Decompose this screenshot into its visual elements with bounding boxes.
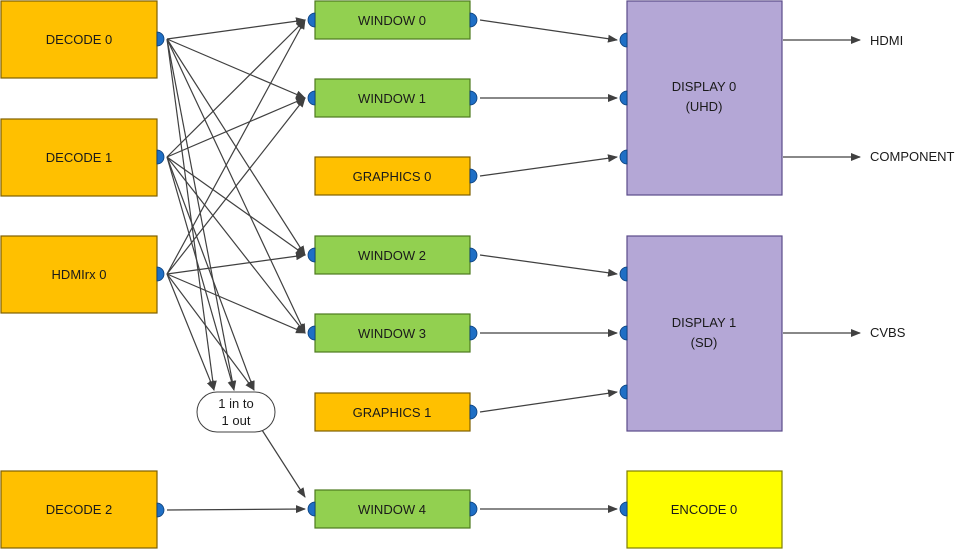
graphics-0-label: GRAPHICS 0 [353, 169, 432, 184]
window-1-input-port [307, 90, 316, 106]
graphics-1-block: GRAPHICS 1 [314, 392, 471, 432]
display-1-sublabel: (SD) [691, 335, 718, 350]
graphics-0-box [314, 156, 471, 196]
connections [166, 17, 861, 514]
converter-box [196, 391, 276, 433]
route-arrow-h0-conv-2 [166, 273, 255, 391]
decode-1-label: DECODE 1 [46, 150, 112, 165]
display-0-label: DISPLAY 0 [672, 79, 737, 94]
window-4-output-port [469, 501, 478, 517]
graphics-1-label: GRAPHICS 1 [353, 405, 432, 420]
route-arrow-d1-w2 [166, 156, 306, 256]
display-1-input-port-2 [619, 325, 628, 341]
route-arrow-d1-w3 [166, 156, 306, 334]
component-output-label: COMPONENT [870, 149, 955, 164]
route-arrow-w0-display0 [479, 19, 618, 43]
display-0-input-port-3 [619, 149, 628, 165]
route-arrow-h0-w2 [166, 252, 306, 275]
hdmirx-0-output-port [156, 266, 165, 282]
route-arrow-d2-w4 [166, 505, 306, 514]
route-arrow-g1-display1 [479, 389, 618, 413]
converter-label-line2: 1 out [222, 413, 251, 428]
route-arrow-h0-w0 [166, 19, 306, 275]
encode-0-box [626, 470, 783, 549]
route-arrow-d0-conv-2 [166, 38, 237, 391]
encode-0-input-port [619, 501, 628, 517]
encode-0-block: ENCODE 0 [626, 470, 783, 549]
route-arrow-h0-w3 [166, 273, 306, 334]
route-arrow-h0-conv [166, 273, 215, 391]
window-0-input-port [307, 12, 316, 28]
display-0-block: DISPLAY 0 (UHD) [626, 0, 783, 196]
window-2-label: WINDOW 2 [358, 248, 426, 263]
decode-1-output-port [156, 149, 165, 165]
window-1-output-port [469, 90, 478, 106]
decode-2-box [0, 470, 158, 549]
hdmirx-0-block: HDMIrx 0 [0, 235, 158, 314]
window-1-box [314, 78, 471, 118]
route-arrow-g0-display0 [479, 154, 618, 177]
window-3-output-port [469, 325, 478, 341]
encode-0-label: ENCODE 0 [671, 502, 737, 517]
hdmirx-0-label: HDMIrx 0 [52, 267, 107, 282]
hdmirx-0-box [0, 235, 158, 314]
display-0-sublabel: (UHD) [686, 99, 723, 114]
display-0-input-port-2 [619, 90, 628, 106]
decode-2-label: DECODE 2 [46, 502, 112, 517]
window-2-input-port [307, 247, 316, 263]
route-arrow-h0-w1 [166, 97, 306, 275]
graphics-0-block: GRAPHICS 0 [314, 156, 471, 196]
route-arrow-d1-conv [166, 156, 236, 391]
window-4-label: WINDOW 4 [358, 502, 426, 517]
route-arrow-d1-conv-2 [166, 156, 255, 391]
window-2-block: WINDOW 2 [314, 235, 471, 275]
decode-1-block: DECODE 1 [0, 118, 158, 197]
display-0-box [626, 0, 783, 196]
route-arrow-conv-w4 [261, 429, 306, 498]
graphics-1-output-port [469, 404, 478, 420]
window-4-block: WINDOW 4 [314, 489, 471, 529]
hdmi-output-label: HDMI [870, 33, 903, 48]
decode-2-output-port [156, 502, 165, 518]
window-3-input-port [307, 325, 316, 341]
graphics-0-output-port [469, 168, 478, 184]
route-arrow-d1-w0 [166, 19, 306, 158]
route-arrow-d0-w0 [166, 17, 306, 40]
window-2-box [314, 235, 471, 275]
route-arrow-d0-conv [166, 38, 217, 391]
decode-0-label: DECODE 0 [46, 32, 112, 47]
display-1-input-port-1 [619, 266, 628, 282]
converter-label-line1: 1 in to [218, 396, 253, 411]
converter-block: 1 in to 1 out [196, 391, 276, 433]
window-0-block: WINDOW 0 [314, 0, 471, 40]
decode-0-block: DECODE 0 [0, 0, 158, 79]
window-3-label: WINDOW 3 [358, 326, 426, 341]
window-0-output-port [469, 12, 478, 28]
window-3-block: WINDOW 3 [314, 313, 471, 353]
display-1-box [626, 235, 783, 432]
decode-2-block: DECODE 2 [0, 470, 158, 549]
display-1-input-port-3 [619, 384, 628, 400]
display-0-input-port-1 [619, 32, 628, 48]
decode-0-output-port [156, 31, 165, 47]
ports [156, 12, 628, 518]
display-1-label: DISPLAY 1 [672, 315, 737, 330]
window-1-label: WINDOW 1 [358, 91, 426, 106]
display-1-block: DISPLAY 1 (SD) [626, 235, 783, 432]
window-0-label: WINDOW 0 [358, 13, 426, 28]
cvbs-output-label: CVBS [870, 325, 906, 340]
route-arrow-d0-w1 [166, 38, 306, 99]
route-arrow-w2-display1 [479, 254, 618, 277]
window-1-block: WINDOW 1 [314, 78, 471, 118]
window-2-output-port [469, 247, 478, 263]
window-4-input-port [307, 501, 316, 517]
route-arrow-d1-w1 [166, 97, 306, 158]
